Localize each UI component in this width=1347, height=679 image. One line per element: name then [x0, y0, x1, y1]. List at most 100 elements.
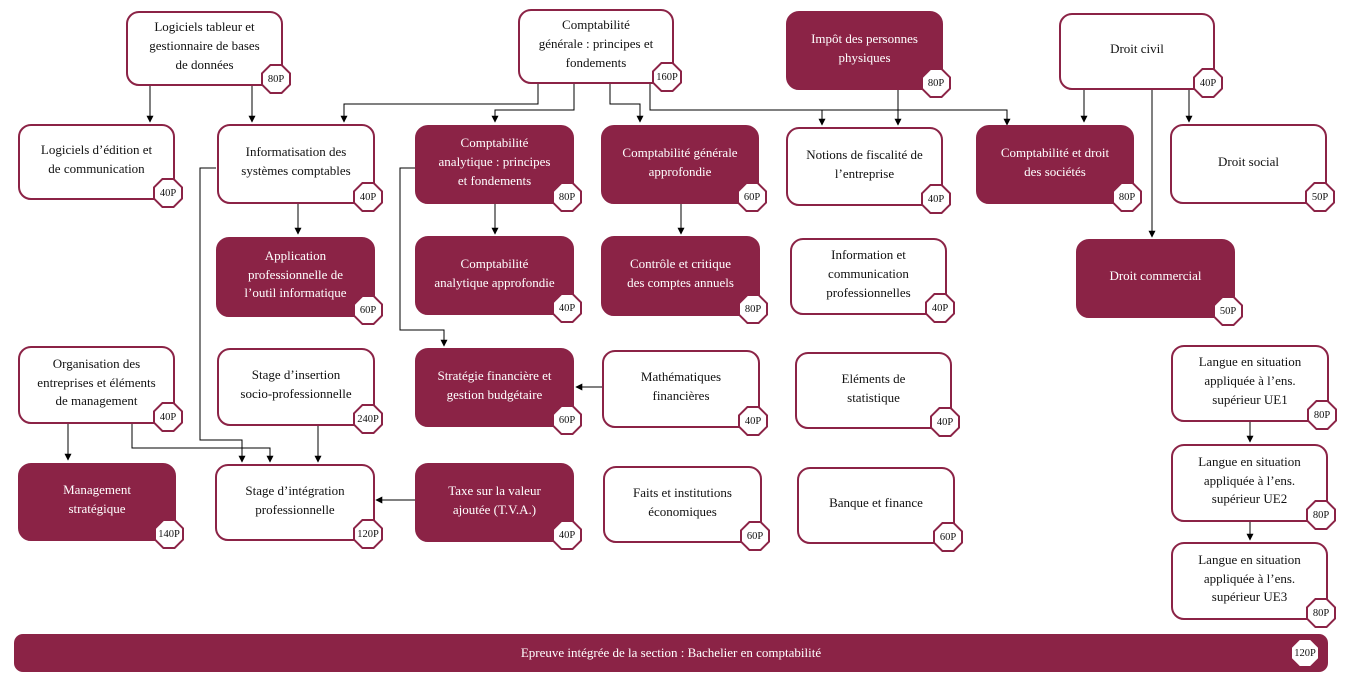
- course-node-droit-commercial: Droit commercial: [1076, 239, 1235, 318]
- course-label-line: Stratégie financière et: [437, 367, 552, 383]
- credit-value: 80P: [923, 70, 949, 96]
- credit-value: 80P: [1308, 502, 1334, 528]
- credit-badge: 40P: [738, 406, 768, 436]
- credit-badge: 40P: [925, 293, 955, 323]
- course-label-line: Organisation des: [52, 355, 141, 371]
- credit-badge: 60P: [737, 182, 767, 212]
- course-label-line: Impôt des personnes: [811, 30, 918, 46]
- credit-badge: 80P: [1306, 500, 1336, 530]
- credit-badge: 50P: [1305, 182, 1335, 212]
- course-label-line: Comptabilité: [460, 135, 529, 151]
- course-label-line: professionnelle de: [248, 266, 343, 282]
- course-label-line: Application: [264, 247, 327, 263]
- course-node-information-communication: Information et communication professionnel…: [790, 238, 947, 315]
- course-label-line: Eléments de: [841, 370, 906, 386]
- course-label: Information et communication professionnel…: [826, 246, 910, 303]
- course-node-droit-civil: Droit civil: [1059, 13, 1215, 90]
- course-label-line: supérieur UE3: [1211, 589, 1288, 605]
- course-label-line: professionnelles: [826, 284, 911, 300]
- course-label: Stratégie financière et gestion budgétair…: [437, 367, 551, 405]
- credit-badge: 80P: [921, 68, 951, 98]
- credit-value: 240P: [355, 406, 381, 432]
- credit-badge: 80P: [1112, 182, 1142, 212]
- credit-value: 60P: [554, 407, 580, 433]
- credit-value: 40P: [1195, 70, 1221, 96]
- course-label-line: de données: [175, 56, 234, 72]
- course-label-line: analytique approfondie: [434, 274, 555, 290]
- course-label-line: Droit civil: [1110, 41, 1164, 57]
- course-label-line: statistique: [847, 389, 900, 405]
- credit-value: 80P: [1308, 600, 1334, 626]
- integrated-exam-credits: 120P: [1292, 640, 1318, 666]
- credit-value: 80P: [1309, 402, 1335, 428]
- credit-badge: 80P: [552, 182, 582, 212]
- edge-cg-analytique: [491, 84, 575, 123]
- course-label-line: supérieur UE2: [1211, 491, 1288, 507]
- credit-value: 120P: [355, 521, 381, 547]
- course-label-line: appliquée à l’ens.: [1204, 373, 1296, 389]
- course-label-line: Logiciels tableur et: [154, 19, 255, 35]
- course-label-line: Banque et finance: [829, 495, 923, 511]
- course-label-line: Information et: [831, 247, 906, 263]
- course-label-line: communication: [828, 266, 909, 282]
- course-node-langue-ue3: Langue en situation appliquée à l’ens. sup…: [1171, 542, 1328, 620]
- credit-value: 40P: [155, 404, 181, 430]
- course-label-line: Langue en situation: [1198, 453, 1301, 469]
- credit-badge: 80P: [1306, 598, 1336, 628]
- credit-badge: 40P: [552, 520, 582, 550]
- course-label-line: entreprises et éléments: [37, 374, 156, 390]
- course-label-line: approfondie: [648, 163, 712, 179]
- credit-value: 60P: [355, 297, 381, 323]
- credit-value: 40P: [155, 180, 181, 206]
- credit-value: 80P: [740, 296, 766, 322]
- credit-value: 160P: [654, 64, 680, 90]
- course-node-strategie-financiere: Stratégie financière et gestion budgétair…: [415, 348, 574, 427]
- credit-badge: 60P: [353, 295, 383, 325]
- credit-badge: 40P: [153, 402, 183, 432]
- credit-badge: 60P: [740, 521, 770, 551]
- integrated-exam-credit-badge: 120P: [1290, 638, 1320, 668]
- credit-badge: 40P: [930, 407, 960, 437]
- course-label-line: Comptabilité: [460, 255, 529, 271]
- course-label-line: gestion budgétaire: [446, 386, 543, 402]
- credit-value: 40P: [554, 295, 580, 321]
- course-label-line: physiques: [838, 49, 891, 65]
- integrated-exam-bar: Epreuve intégrée de la section : Bacheli…: [14, 634, 1328, 672]
- course-label-line: l’entreprise: [834, 165, 895, 181]
- course-label-line: Faits et institutions: [633, 484, 732, 500]
- course-label-line: analytique : principes: [438, 154, 551, 170]
- course-label-line: appliquée à l’ens.: [1203, 570, 1296, 586]
- course-label-line: Mathématiques: [640, 369, 722, 385]
- course-label: Comptabilité analytique approfondie: [434, 255, 554, 293]
- course-label-line: Langue en situation: [1198, 551, 1301, 567]
- course-label: Langue en situation appliquée à l’ens. sup…: [1198, 551, 1301, 608]
- edge-cg-approfondie: [609, 84, 644, 123]
- course-label-line: Droit commercial: [1109, 268, 1202, 284]
- credit-badge: 80P: [738, 294, 768, 324]
- credit-badge: 40P: [1193, 68, 1223, 98]
- credit-value: 60P: [739, 184, 765, 210]
